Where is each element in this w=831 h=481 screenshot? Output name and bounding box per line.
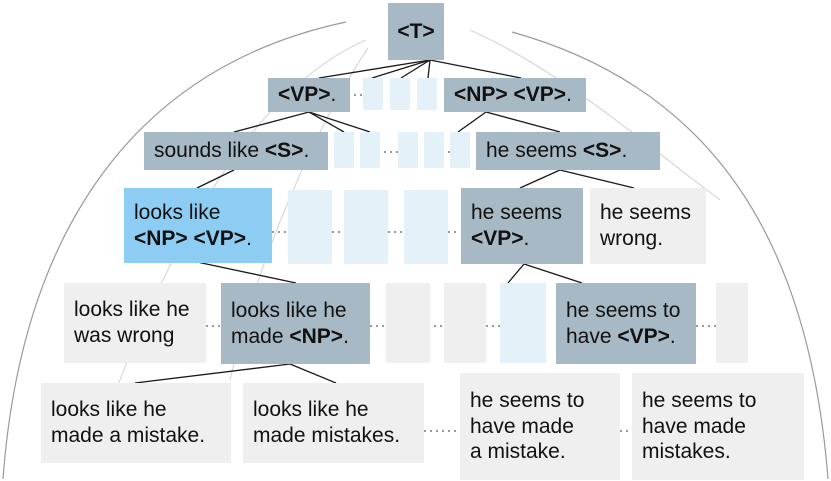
collapsed-node: [360, 132, 380, 168]
tree-node-he-seems-to-have-made-a-mistake[interactable]: he seems to have made a mistake.: [460, 373, 620, 480]
tree-node-looks-like-np-vp[interactable]: looks like <NP> <VP>.: [124, 188, 272, 263]
edge: [519, 169, 561, 189]
inner-arc-right: [469, 29, 721, 201]
tree-node-he-seems-to-have-made-mistakes[interactable]: he seems to have made mistakes.: [632, 373, 804, 480]
edge: [233, 111, 310, 133]
tree-node-vp[interactable]: <VP>.: [268, 78, 350, 112]
tree-node-np-vp[interactable]: <NP> <VP>.: [444, 78, 586, 112]
collapsed-node: [404, 190, 448, 264]
node-label: looks like he made a mistake.: [51, 398, 206, 447]
node-label: sounds like <S>.: [154, 139, 310, 163]
collapsed-node: [716, 283, 748, 363]
tree-node-he-seems-s[interactable]: he seems <S>.: [476, 132, 660, 170]
node-label: looks like he was wrong: [74, 298, 190, 347]
node-label: looks like <NP> <VP>.: [134, 200, 252, 250]
node-label: he seems wrong.: [600, 201, 692, 250]
tree-node-he-seems-to-have-vp[interactable]: he seems to have <VP>.: [556, 283, 696, 364]
edge: [196, 261, 297, 284]
collapsed-node: [386, 283, 430, 363]
tree-node-root[interactable]: <T>: [388, 3, 444, 60]
node-label: he seems to have made mistakes.: [642, 389, 757, 464]
collapsed-node: [444, 283, 486, 363]
outer-arc-right: [511, 31, 829, 480]
node-label: he seems to have made a mistake.: [470, 389, 585, 464]
collapsed-node: [500, 283, 546, 363]
node-label: he seems to have <VP>.: [566, 298, 681, 348]
edge: [485, 111, 561, 133]
edge: [429, 59, 522, 79]
collapsed-node: [334, 132, 354, 168]
tree-node-looks-like-he-made-mistakes[interactable]: looks like he made mistakes.: [243, 383, 424, 463]
collapsed-node: [424, 132, 444, 168]
edge: [308, 111, 345, 133]
tree-node-he-seems-wrong[interactable]: he seems wrong.: [590, 188, 706, 264]
node-label: he seems <S>.: [486, 139, 628, 163]
edge: [457, 111, 487, 133]
tree-node-looks-like-he-was-wrong[interactable]: looks like he was wrong: [64, 283, 206, 363]
node-label: <T>: [397, 19, 435, 43]
edge: [308, 111, 371, 133]
collapsed-node: [390, 78, 410, 110]
tree-node-looks-like-he-made-a-mistake[interactable]: looks like he made a mistake.: [41, 383, 231, 463]
edge: [523, 263, 583, 284]
tree-node-sounds-like-s[interactable]: sounds like <S>.: [144, 132, 328, 170]
collapsed-node: [344, 190, 388, 264]
edge: [134, 363, 291, 384]
tree-edges: [134, 59, 635, 384]
node-label: he seems <VP>.: [471, 201, 563, 250]
collapsed-node: [288, 190, 332, 264]
node-label: <NP> <VP>.: [454, 83, 572, 107]
collapsed-node: [417, 78, 437, 110]
edge: [427, 59, 431, 79]
collapsed-node: [398, 132, 418, 168]
edge: [289, 363, 337, 384]
edge: [400, 59, 431, 79]
edge: [371, 59, 431, 79]
node-label: looks like he made <NP>.: [231, 298, 349, 348]
collapsed-node: [363, 78, 383, 110]
outer-arc-left: [2, 21, 347, 480]
edge: [559, 169, 635, 189]
node-label: looks like he made mistakes.: [253, 398, 401, 447]
edge: [318, 59, 431, 79]
node-label: <VP>.: [278, 83, 337, 107]
edge: [196, 169, 235, 189]
collapsed-node: [450, 132, 470, 168]
tree-node-looks-like-he-made-np[interactable]: looks like he made <NP>.: [221, 283, 370, 364]
tree-node-he-seems-vp[interactable]: he seems <VP>.: [461, 188, 583, 264]
edge: [507, 263, 525, 284]
